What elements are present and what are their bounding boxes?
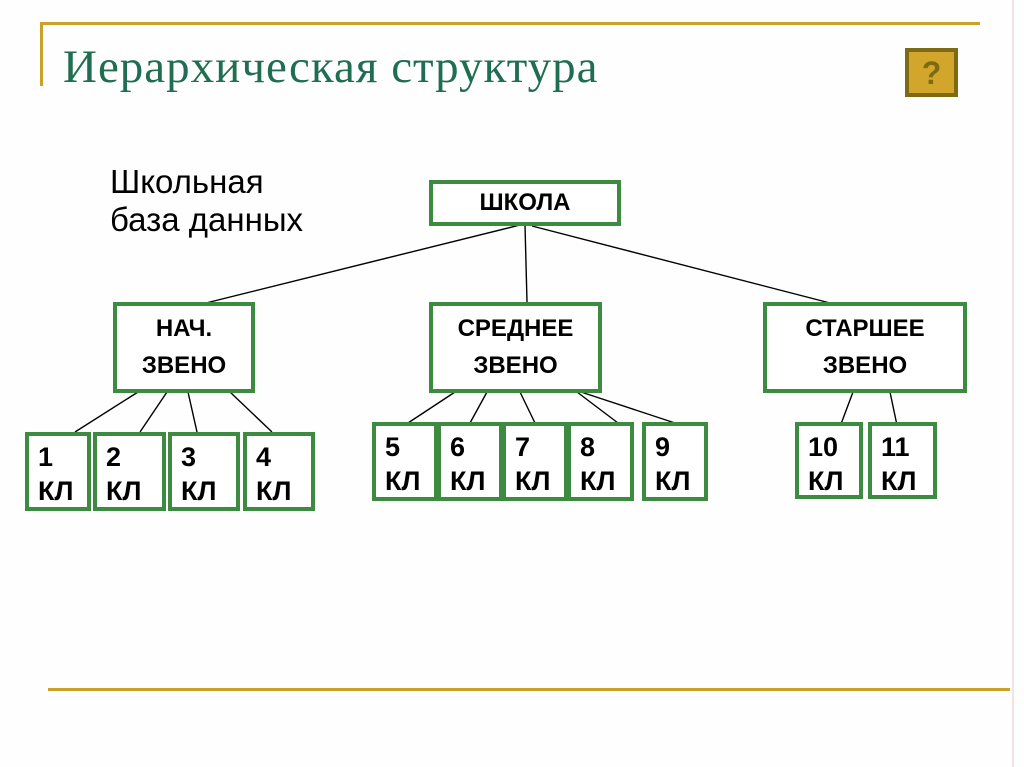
caption-line-1: Школьная bbox=[110, 163, 264, 200]
node-class-11[interactable]: 11 КЛ bbox=[868, 422, 937, 499]
class-number: 6 bbox=[450, 432, 466, 462]
left-border-line bbox=[40, 22, 43, 86]
class-unit: КЛ bbox=[256, 476, 292, 506]
bottom-border-line bbox=[48, 688, 1010, 691]
node-class-8[interactable]: 8 КЛ bbox=[567, 422, 634, 501]
class-unit: КЛ bbox=[655, 466, 691, 496]
node-class-1[interactable]: 1 КЛ bbox=[25, 432, 91, 511]
node-senior-level-line2: ЗВЕНО bbox=[822, 352, 908, 379]
diagram-caption: Школьная база данных bbox=[110, 163, 303, 239]
class-unit: КЛ bbox=[38, 476, 74, 506]
class-number: 5 bbox=[385, 432, 401, 462]
class-unit: КЛ bbox=[106, 476, 142, 506]
node-school[interactable]: ШКОЛА bbox=[429, 180, 621, 226]
caption-line-2: база данных bbox=[110, 201, 304, 238]
question-mark-glyph: ? bbox=[921, 54, 942, 91]
node-class-6[interactable]: 6 КЛ bbox=[437, 422, 503, 501]
help-icon[interactable]: ? bbox=[905, 48, 958, 97]
class-number: 1 bbox=[38, 442, 54, 472]
class-number: 9 bbox=[655, 432, 671, 462]
node-class-3[interactable]: 3 КЛ bbox=[168, 432, 240, 511]
class-number: 2 bbox=[106, 442, 122, 472]
node-middle-level-line1: СРЕДНЕЕ bbox=[457, 315, 574, 342]
node-class-4[interactable]: 4 КЛ bbox=[243, 432, 315, 511]
node-senior-level-line1: СТАРШЕЕ bbox=[805, 315, 925, 342]
class-unit: КЛ bbox=[515, 466, 551, 496]
class-number: 8 bbox=[580, 432, 596, 462]
class-unit: КЛ bbox=[450, 466, 486, 496]
class-unit: КЛ bbox=[808, 466, 844, 496]
node-middle-level[interactable]: СРЕДНЕЕ ЗВЕНО bbox=[429, 302, 602, 393]
node-primary-level-line2: ЗВЕНО bbox=[141, 352, 227, 379]
class-number: 11 bbox=[881, 432, 910, 462]
node-primary-level[interactable]: НАЧ. ЗВЕНО bbox=[113, 302, 255, 393]
node-primary-level-line1: НАЧ. bbox=[155, 315, 213, 342]
class-number: 4 bbox=[256, 442, 272, 472]
node-class-5[interactable]: 5 КЛ bbox=[372, 422, 438, 501]
node-school-label: ШКОЛА bbox=[479, 189, 571, 216]
class-unit: КЛ bbox=[181, 476, 217, 506]
class-unit: КЛ bbox=[385, 466, 421, 496]
node-class-2[interactable]: 2 КЛ bbox=[93, 432, 166, 511]
right-border-line bbox=[1012, 0, 1014, 767]
node-class-10[interactable]: 10 КЛ bbox=[795, 422, 863, 499]
slide-title: Иерархическая структура bbox=[63, 41, 599, 93]
node-class-7[interactable]: 7 КЛ bbox=[502, 422, 568, 501]
class-number: 10 bbox=[808, 432, 839, 462]
class-unit: КЛ bbox=[881, 466, 917, 496]
class-number: 7 bbox=[515, 432, 531, 462]
top-border-line bbox=[40, 22, 980, 25]
node-senior-level[interactable]: СТАРШЕЕ ЗВЕНО bbox=[763, 302, 967, 393]
class-unit: КЛ bbox=[580, 466, 616, 496]
class-number: 3 bbox=[181, 442, 197, 472]
node-middle-level-line2: ЗВЕНО bbox=[473, 352, 558, 379]
node-class-9[interactable]: 9 КЛ bbox=[642, 422, 708, 501]
